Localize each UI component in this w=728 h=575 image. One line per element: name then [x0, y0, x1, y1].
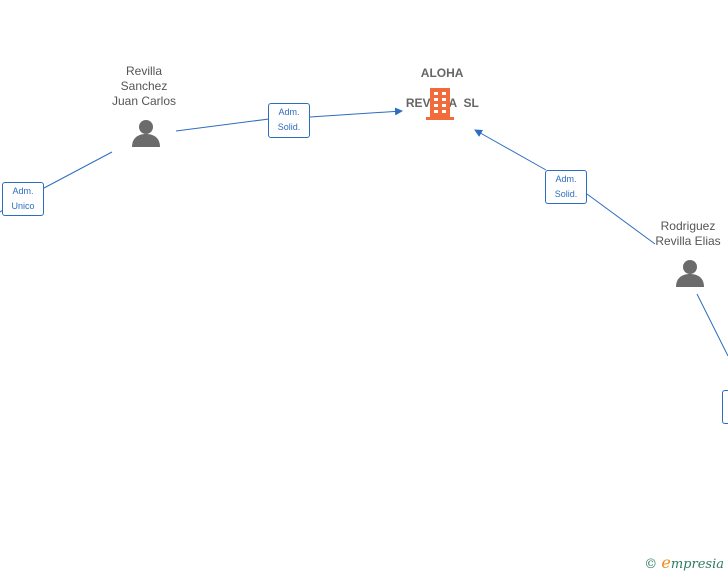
- empresia-watermark: © empresia: [644, 553, 724, 572]
- edge-line-rodriguez-company: [586, 193, 656, 245]
- copyright-icon: ©: [644, 557, 658, 572]
- edge-label-line1: Adm.: [12, 186, 34, 196]
- edge-line-offscreen-rodriguez: [696, 293, 728, 357]
- person-icon[interactable]: [131, 118, 161, 148]
- edge-arrow-revilla-company: [309, 107, 403, 118]
- edge-label-line1: Adm.: [555, 174, 577, 184]
- building-icon[interactable]: [424, 86, 456, 122]
- edge-label-line1: Adm.: [278, 107, 300, 117]
- person-name-rodriguez[interactable]: Rodriguez Revilla Elias: [638, 219, 728, 249]
- person-icon[interactable]: [675, 258, 705, 288]
- person-name-line: Rodriguez: [660, 219, 716, 233]
- person-name-line: Revilla Elias: [655, 234, 721, 248]
- edge-label-line2: Solid.: [554, 189, 578, 199]
- edge-label-line2: Unico: [11, 201, 35, 211]
- edge-label-offscreen-rodriguez[interactable]: [722, 390, 728, 424]
- person-name-revilla[interactable]: Revilla Sanchez Juan Carlos: [94, 64, 194, 109]
- edge-label-rodriguez-company[interactable]: Adm. Solid.: [545, 170, 587, 204]
- person-name-line: Sanchez: [120, 79, 168, 93]
- edge-label-offscreen-revilla[interactable]: Adm. Unico: [2, 182, 44, 216]
- company-name-line1: ALOHA: [420, 66, 464, 80]
- person-name-line: Juan Carlos: [111, 94, 177, 108]
- edge-line-revilla-company: [175, 118, 270, 132]
- person-name-line: Revilla: [125, 64, 162, 78]
- edge-label-line2: Solid.: [277, 122, 301, 132]
- edge-arrow-rodriguez-company: [474, 129, 547, 171]
- edge-label-revilla-company[interactable]: Adm. Solid.: [268, 103, 310, 138]
- brand-initial: e: [661, 553, 671, 572]
- brand-rest: mpresia: [670, 557, 724, 572]
- edge-line-offscreen-revilla: [43, 151, 113, 189]
